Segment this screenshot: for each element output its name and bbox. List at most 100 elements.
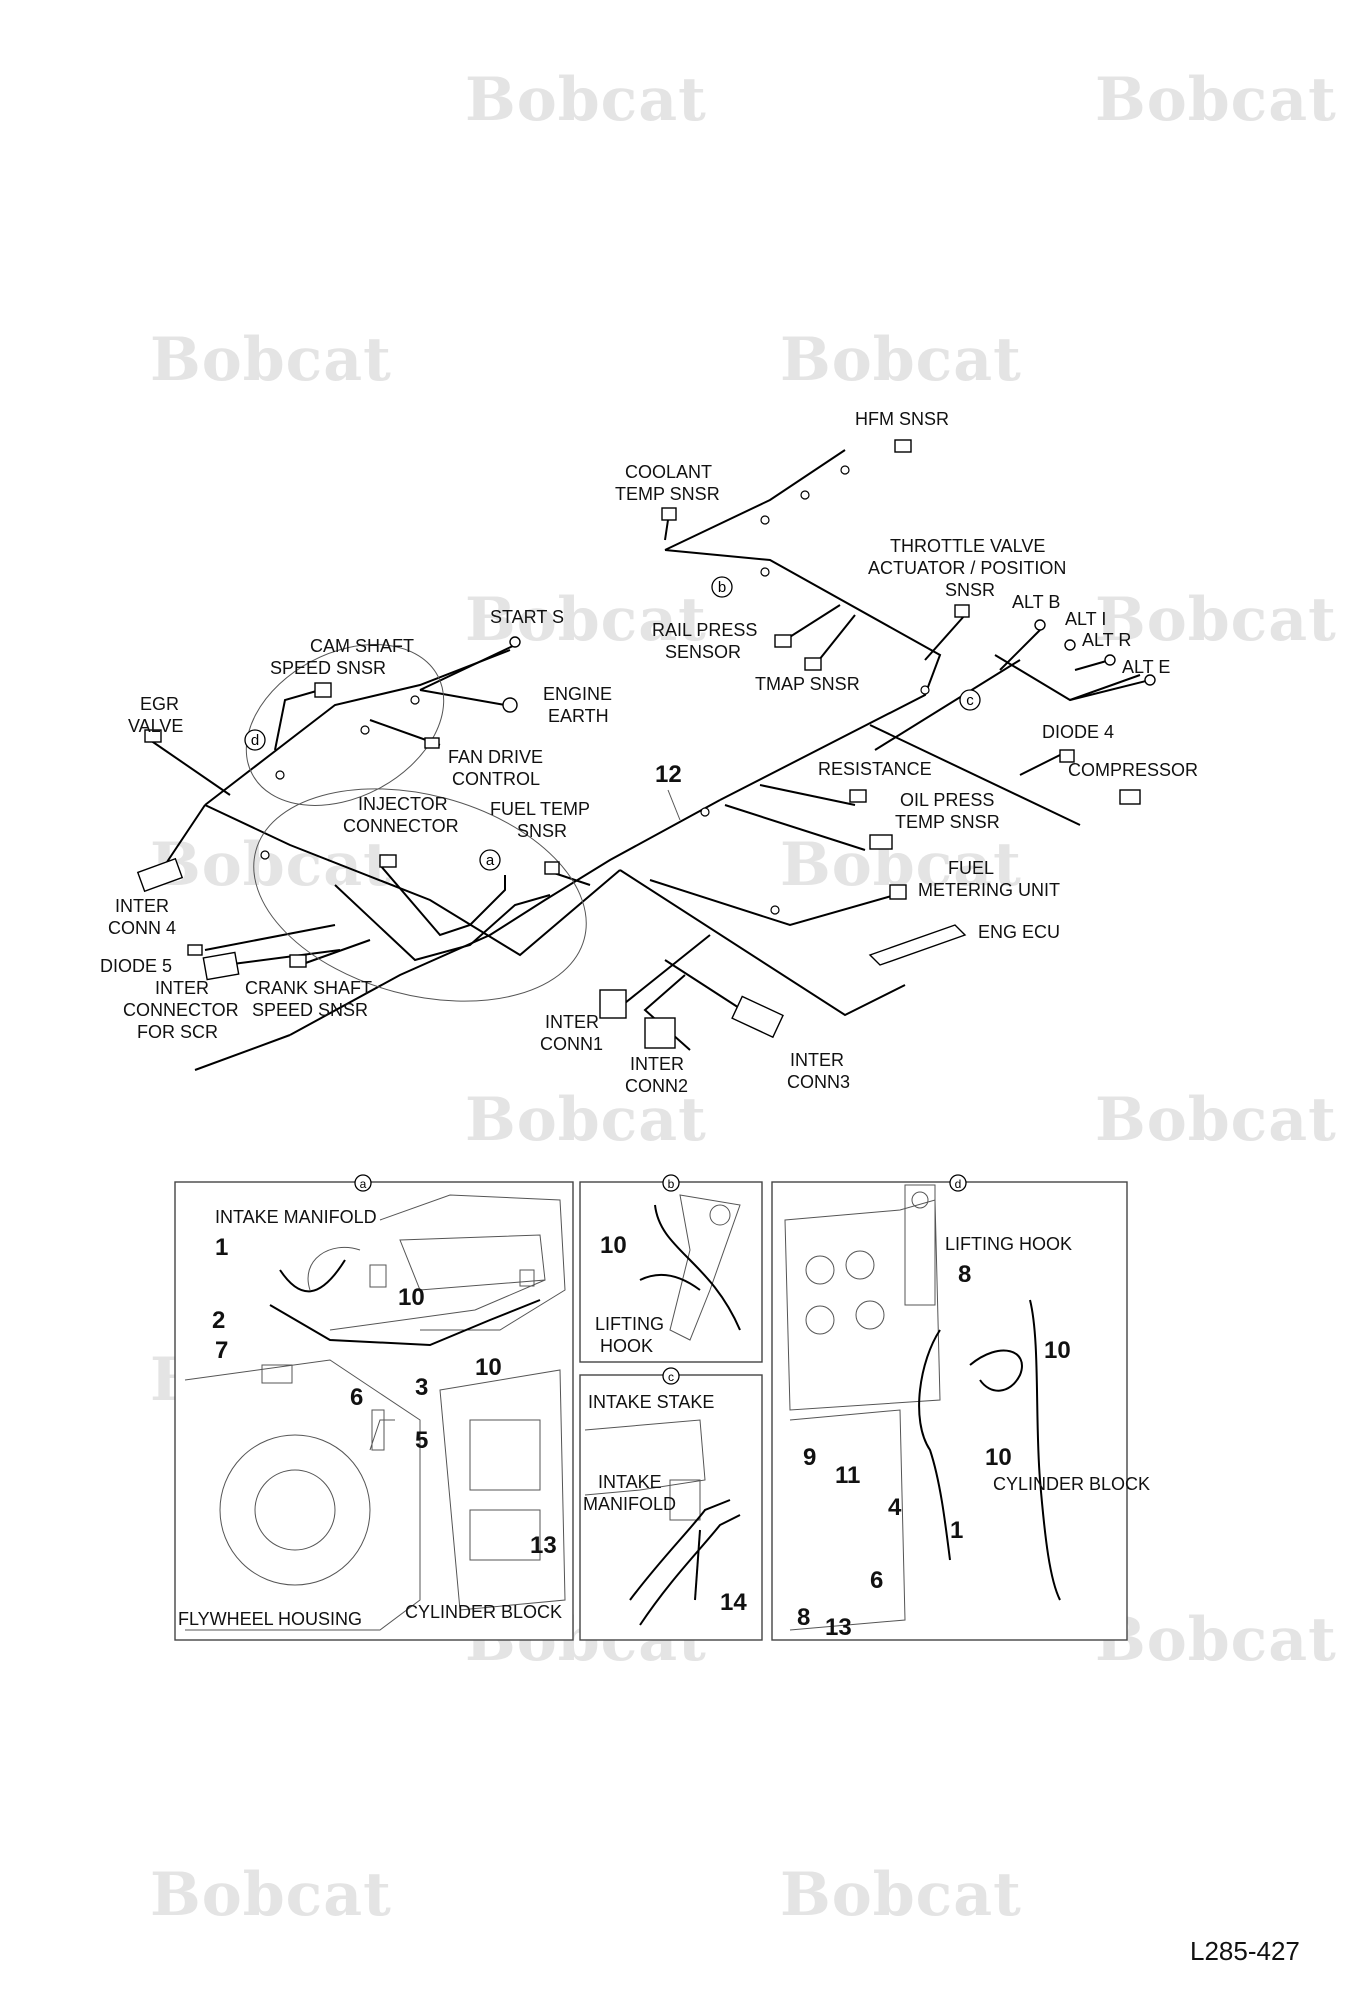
harness-altb-lead: [999, 629, 1041, 671]
inter-conn2: [644, 1017, 676, 1049]
harness-throttle-lead: [924, 614, 966, 661]
wiring-harness: b c d a 12 HFM SNSR COOLANT TEMP SNSR TH…: [100, 409, 1198, 1096]
label-eng-ecu: ENG ECU: [978, 922, 1060, 942]
compressor-connector: [1119, 789, 1141, 805]
item-number: 9: [803, 1444, 816, 1471]
watermark: Bobcat: [465, 585, 707, 655]
detail-panel-a: a INTAKE MANIFOLD FLYWHEEL HOUSING CYLIN…: [174, 1174, 574, 1641]
harness-left-loop: [204, 804, 621, 957]
watermark: Bobcat: [150, 830, 392, 900]
label-alt-e: ALT E: [1122, 657, 1170, 677]
inter-conn4: [136, 857, 184, 893]
drawing-code: L285-427: [1190, 1936, 1300, 1966]
label-inter-conn4: CONN 4: [108, 918, 176, 938]
panel-tag: b: [668, 1177, 675, 1191]
harness-trunk: [664, 549, 942, 801]
earth-terminal: [502, 697, 518, 713]
harness-section: [1029, 1299, 1061, 1601]
item-number: 11: [835, 1462, 860, 1489]
label-injector: CONNECTOR: [343, 816, 459, 836]
fuel-temp-connector: [544, 861, 560, 875]
label-intake-manifold: MANIFOLD: [583, 1494, 676, 1514]
item-number: 8: [958, 1261, 971, 1288]
label-lifting-hook: LIFTING HOOK: [945, 1234, 1072, 1254]
harness-earth-lead: [419, 689, 506, 706]
clip: [840, 465, 850, 475]
clip: [360, 725, 370, 735]
label-inter-scr: FOR SCR: [137, 1022, 218, 1042]
harness-section: [269, 1299, 541, 1347]
label-crank-shaft: SPEED SNSR: [252, 1000, 368, 1020]
label-intake-stake: INTAKE STAKE: [588, 1392, 714, 1412]
label-cylinder-block: CYLINDER BLOCK: [405, 1602, 562, 1622]
label-intake-manifold: INTAKE MANIFOLD: [215, 1207, 377, 1227]
label-lifting-hook: LIFTING: [595, 1314, 664, 1334]
label-cam-shaft: CAM SHAFT: [310, 636, 414, 656]
clip: [275, 770, 285, 780]
inter-conn3: [731, 995, 784, 1039]
throttle-connector: [954, 604, 970, 618]
detail-panel-c: c INTAKE STAKE INTAKE MANIFOLD 14: [579, 1367, 763, 1641]
label-alt-r: ALT R: [1082, 630, 1131, 650]
harness-inter3-lead: [664, 959, 751, 1016]
stake-bolt: [694, 1529, 701, 1601]
harness-start-lead: [419, 644, 516, 691]
label-resistance: RESISTANCE: [818, 759, 932, 779]
item-number: 7: [215, 1337, 228, 1364]
label-fuel-metering: FUEL: [948, 858, 994, 878]
label-fuel-temp: SNSR: [517, 821, 567, 841]
harness-rail-lead: [784, 604, 841, 641]
label-engine-earth: EARTH: [548, 706, 609, 726]
label-rail-press: SENSOR: [665, 642, 741, 662]
item-number: 10: [475, 1354, 502, 1381]
label-crank-shaft: CRANK SHAFT: [245, 978, 372, 998]
watermark: Bobcat: [1095, 65, 1337, 135]
label-inter-conn3: CONN3: [787, 1072, 850, 1092]
egr-connector: [144, 729, 162, 743]
item-number: 13: [530, 1532, 557, 1559]
fan-connector: [424, 737, 440, 749]
watermark: Bobcat: [150, 325, 392, 395]
label-inter-conn2: CONN2: [625, 1076, 688, 1096]
harness-section: [639, 1514, 741, 1626]
alt-b-terminal: [1034, 619, 1046, 631]
clip: [700, 807, 710, 817]
harness-section: [279, 1259, 346, 1293]
item-number: 13: [825, 1614, 852, 1641]
alt-i-terminal: [1064, 639, 1076, 651]
label-intake-manifold: INTAKE: [598, 1472, 662, 1492]
item-number: 10: [1044, 1337, 1071, 1364]
item-number: 5: [415, 1427, 428, 1454]
harness-inter4-lower: [194, 1034, 291, 1071]
harness-item-number: 12: [655, 761, 682, 788]
panel-frame: [174, 1181, 574, 1641]
item-number: 6: [350, 1384, 363, 1411]
watermark: Bobcat: [1095, 1605, 1337, 1675]
watermark: Bobcat: [465, 65, 707, 135]
eng-ecu-connector: [868, 924, 967, 966]
harness-section: [918, 1329, 951, 1561]
item-number: 1: [950, 1517, 963, 1544]
engine-block-sketch: [784, 1184, 941, 1631]
hfm-connector: [894, 439, 912, 453]
callout-ellipse-a: [253, 788, 587, 1002]
label-inter-conn1: CONN1: [540, 1034, 603, 1054]
clip-dots: [260, 465, 930, 915]
label-inter-conn2: INTER: [630, 1054, 684, 1074]
item-number: 6: [870, 1567, 883, 1594]
tmap-connector: [804, 657, 822, 671]
harness-resistance-lead: [759, 784, 856, 806]
watermark: Bobcat: [150, 1860, 392, 1930]
harness-diode4-lead: [1019, 754, 1061, 776]
label-start-s: START S: [490, 607, 564, 627]
label-lifting-hook: HOOK: [600, 1336, 653, 1356]
label-throttle: ACTUATOR / POSITION: [868, 558, 1066, 578]
label-injector: INJECTOR: [358, 794, 448, 814]
diode5-connector: [187, 944, 203, 956]
label-egr: VALVE: [128, 716, 183, 736]
label-coolant: COOLANT: [625, 462, 712, 482]
harness-egr-lead: [149, 739, 231, 796]
item-number: 8: [797, 1604, 810, 1631]
resistance-connector: [849, 789, 867, 803]
alt-r-terminal: [1104, 654, 1116, 666]
